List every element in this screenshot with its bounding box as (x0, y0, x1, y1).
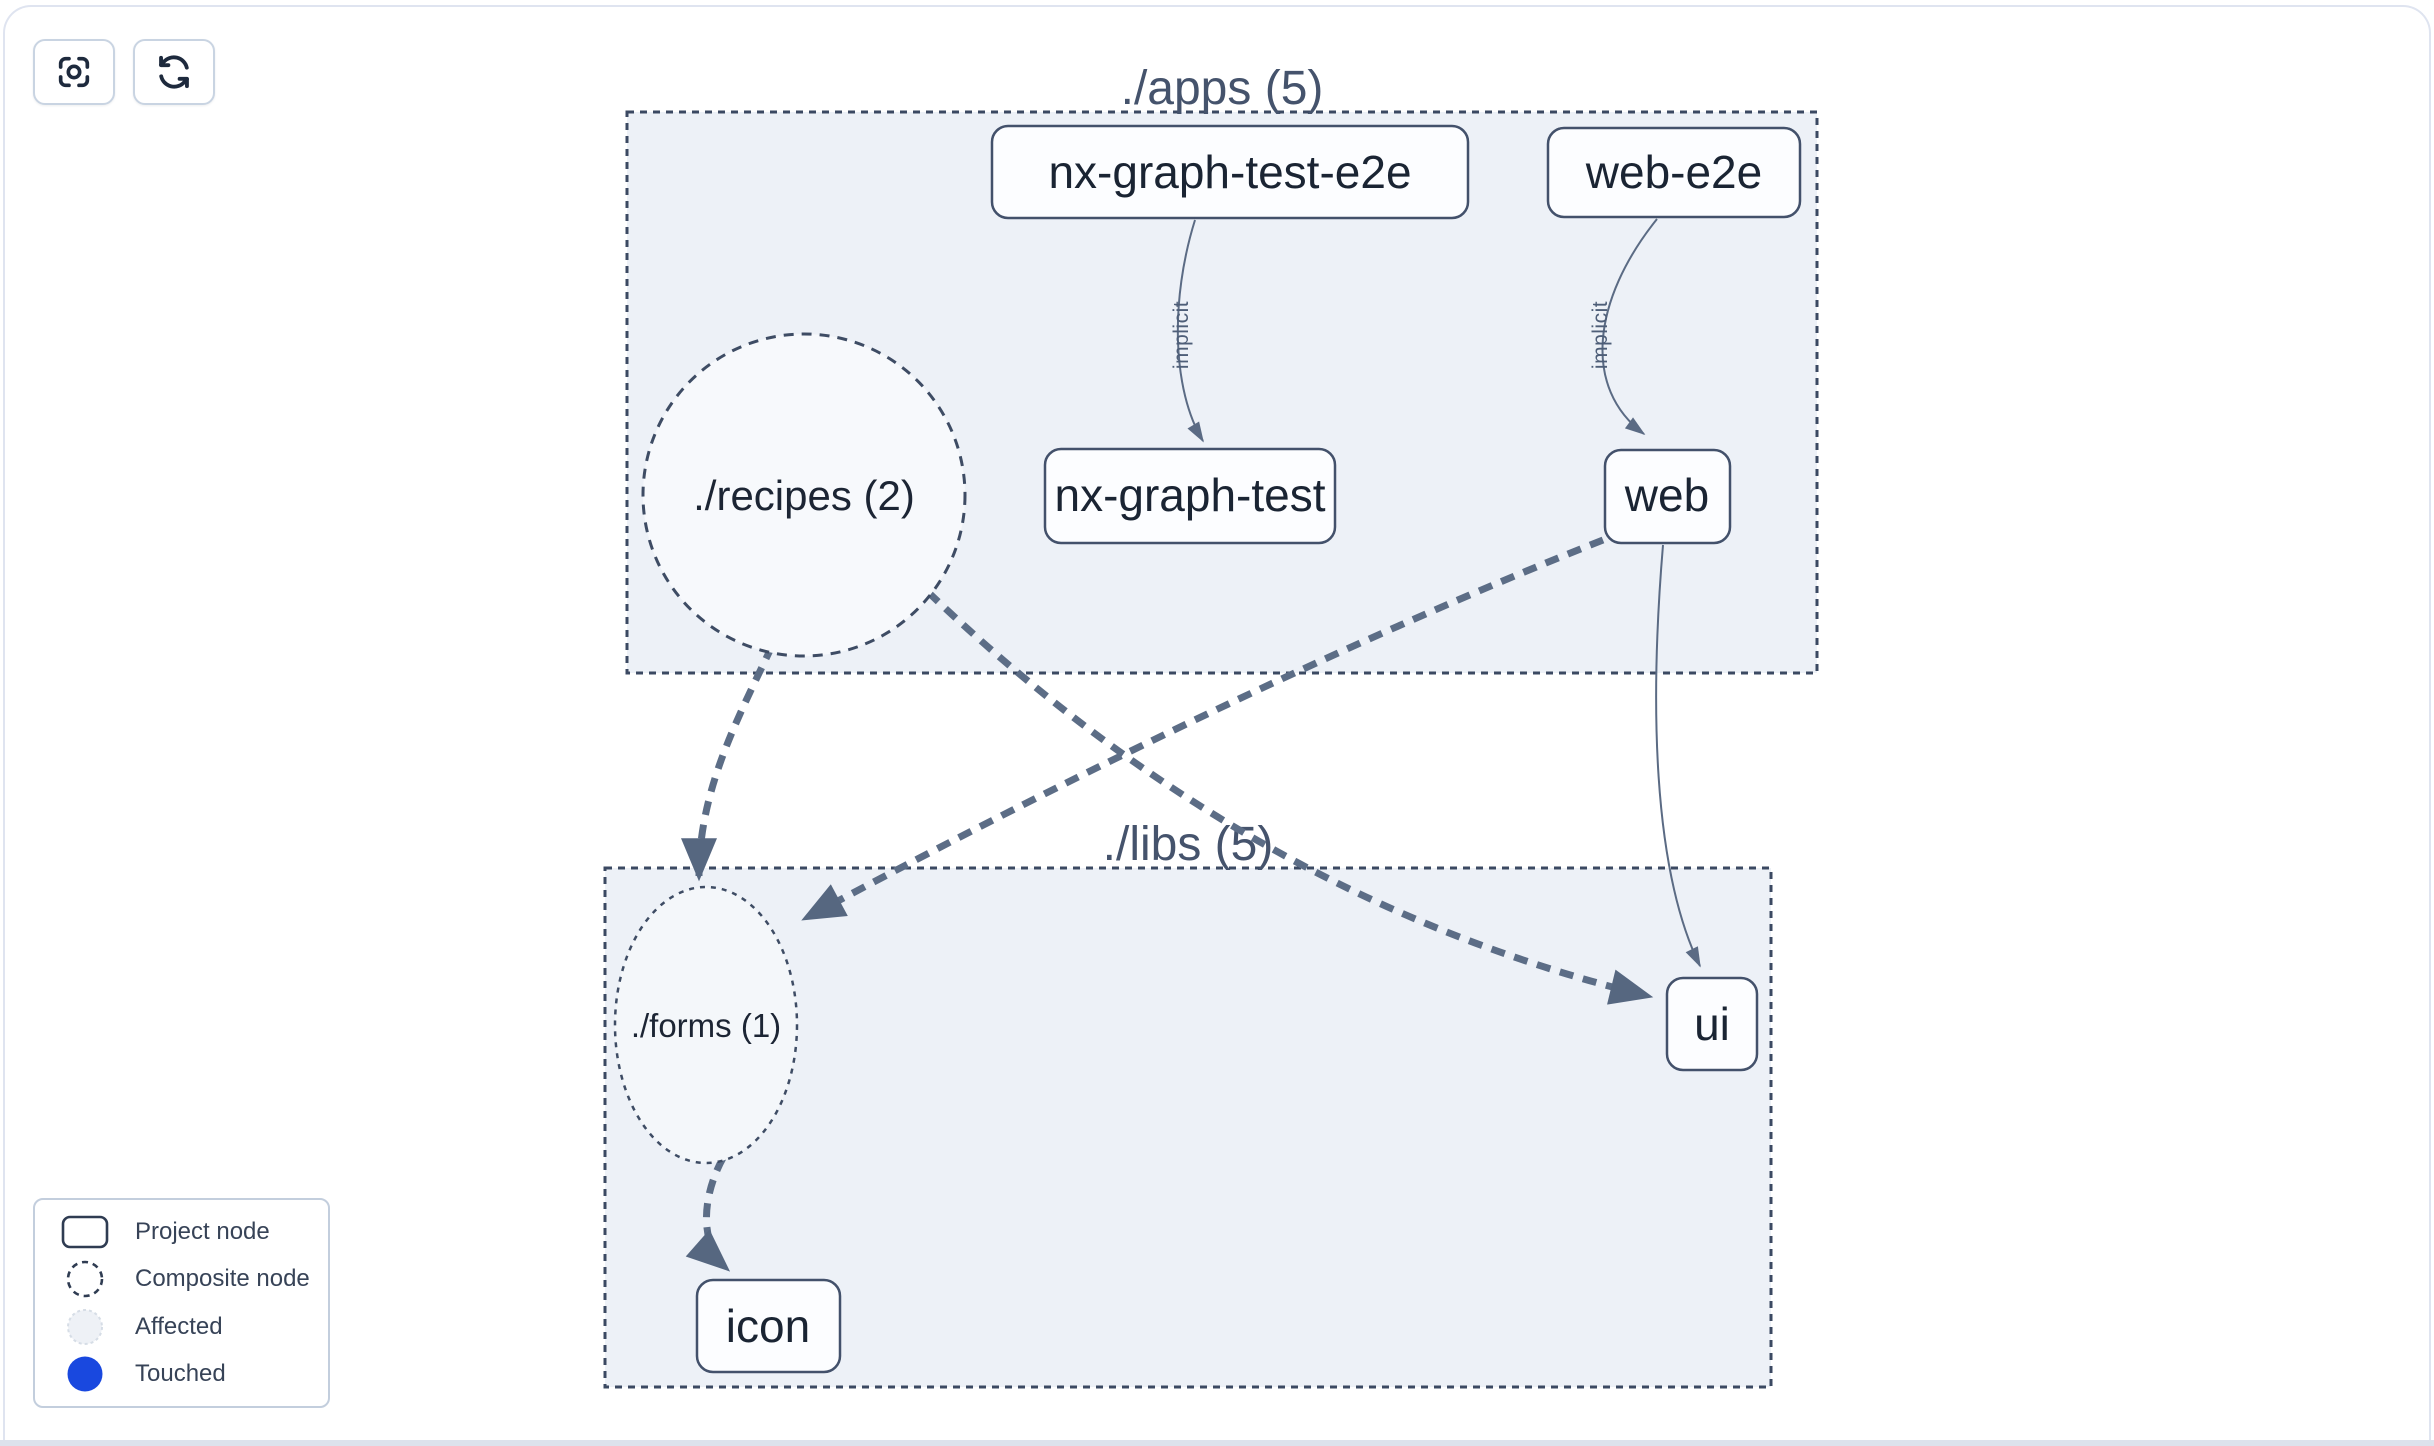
refresh-button[interactable] (133, 39, 215, 105)
edge-web-to-ui (1655, 544, 1701, 968)
edge-forms-to-icon (685, 1156, 731, 1272)
edge-label-implicit-1: implicit (1170, 301, 1193, 369)
affected-swatch-icon (35, 1307, 135, 1347)
node-nx-graph-test-e2e-label: nx-graph-test-e2e (1048, 146, 1411, 198)
composite-node-forms[interactable] (613, 885, 799, 1165)
affected-swatch-circle (67, 1308, 103, 1345)
legend-item-affected: Affected (35, 1305, 328, 1349)
legend-item-composite-node: Composite node (35, 1257, 328, 1301)
scan-focus-icon (54, 52, 94, 92)
node-web-e2e[interactable] (1546, 126, 1802, 219)
edge-web-e2e-to-web (1601, 218, 1658, 436)
project-node-swatch-icon (35, 1215, 135, 1249)
toolbar (33, 39, 215, 105)
node-icon-label: icon (726, 1300, 810, 1352)
legend-label: Affected (135, 1312, 223, 1340)
touched-swatch-circle (67, 1356, 103, 1392)
legend-label: Composite node (135, 1265, 310, 1293)
panel-bottom-edge (0, 1440, 2434, 1446)
node-ui[interactable] (1665, 976, 1759, 1072)
composite-node-swatch-icon (35, 1259, 135, 1299)
node-web-e2e-label: web-e2e (1585, 146, 1762, 198)
composite-node-forms-label: ./forms (1) (631, 1007, 781, 1044)
edge-recipes-to-forms (681, 644, 776, 882)
refresh-icon (153, 51, 195, 93)
composite-node-recipes[interactable] (641, 332, 967, 658)
legend-item-project-node: Project node (35, 1210, 328, 1254)
node-icon[interactable] (695, 1278, 842, 1374)
legend-item-touched: Touched (35, 1352, 328, 1396)
group-apps-label: ./apps (5) (1121, 62, 1324, 115)
node-web[interactable] (1603, 448, 1732, 545)
legend-label: Project node (135, 1217, 270, 1245)
touched-swatch-icon (35, 1354, 135, 1394)
edge-recipes-to-ui (925, 589, 1654, 1005)
edge-label-implicit-2: implicit (1589, 301, 1612, 369)
node-web-label: web (1624, 469, 1709, 521)
edge-nx-graph-test-e2e-to-nx-graph-test (1176, 219, 1204, 443)
node-nx-graph-test-label: nx-graph-test (1054, 469, 1325, 521)
node-nx-graph-test[interactable] (1043, 447, 1337, 545)
legend: Project node Composite node Affected (33, 1198, 330, 1408)
composite-node-recipes-label: ./recipes (2) (693, 472, 915, 519)
legend-label: Touched (135, 1360, 226, 1388)
focus-button[interactable] (33, 39, 115, 105)
edge-web-to-forms (801, 536, 1605, 922)
node-ui-label: ui (1694, 998, 1730, 1050)
group-libs-label: ./libs (5) (1103, 818, 1274, 871)
node-nx-graph-test-e2e[interactable] (990, 124, 1470, 220)
